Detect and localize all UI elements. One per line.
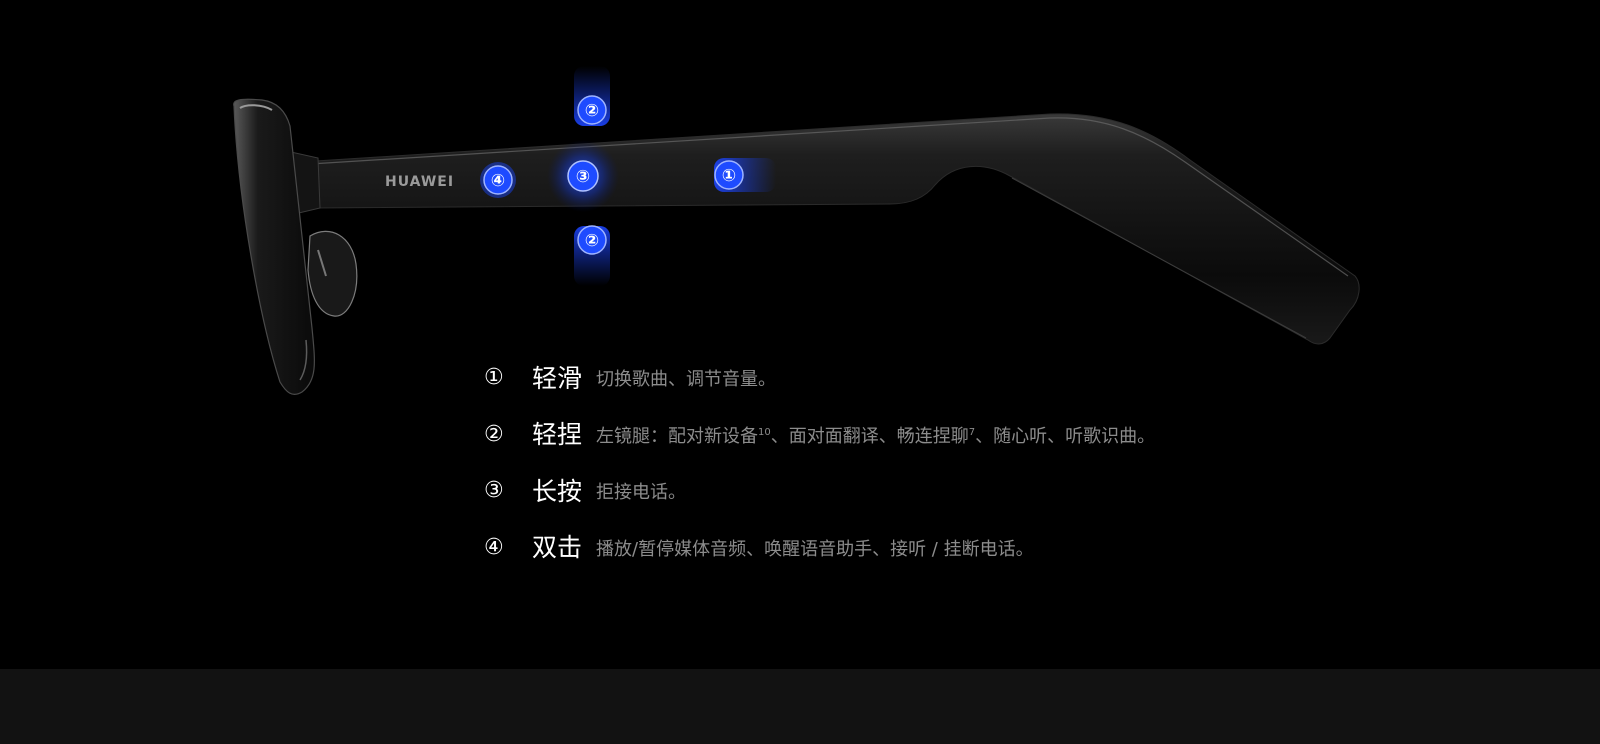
touch-marker-right-number: ①: [722, 166, 736, 186]
gesture-description-text: 、随心听、听歌识曲。: [975, 425, 1156, 447]
glasses-illustration: HUAWEI ② ③ ④ ① ②: [233, 66, 1360, 395]
gesture-description: 切换歌曲、调节音量。: [596, 371, 776, 389]
touch-marker-left-number: ④: [491, 171, 505, 191]
footnote-marker: 7: [968, 426, 976, 438]
touch-marker-top-number: ②: [585, 101, 599, 121]
gesture-description-text: 切换歌曲、调节音量。: [596, 369, 777, 391]
gesture-title: 长按: [532, 476, 583, 506]
gesture-description-text: 播放/暂停媒体音频、唤醒语音助手、接听 / 挂断电话。: [596, 538, 1034, 560]
gesture-description-text: 拒接电话。: [596, 482, 687, 504]
gesture-description-text: 、面对面翻译、畅连捏聊: [770, 425, 969, 447]
gesture-title: 双击: [532, 533, 583, 563]
gesture-description-text: 左镜腿：配对新设备: [596, 425, 759, 447]
touch-marker-bottom-number: ②: [585, 231, 599, 251]
footnote-marker: 10: [758, 426, 771, 438]
gesture-description: 拒接电话。: [596, 484, 686, 502]
brand-logo-text: HUAWEI: [385, 174, 454, 190]
gesture-list: ① 轻滑 切换歌曲、调节音量。 ② 轻捏 左镜腿：配对新设备10、面对面翻译、畅…: [484, 350, 1155, 576]
gesture-item-pinch: ② 轻捏 左镜腿：配对新设备10、面对面翻译、畅连捏聊7、随心听、听歌识曲。: [484, 407, 1155, 464]
gesture-description: 左镜腿：配对新设备10、面对面翻译、畅连捏聊7、随心听、听歌识曲。: [596, 425, 1156, 447]
gesture-item-slide: ① 轻滑 切换歌曲、调节音量。: [484, 350, 1155, 407]
gesture-title: 轻滑: [532, 363, 583, 393]
gesture-title: 轻捏: [532, 420, 583, 450]
gesture-item-long-press: ③ 长按 拒接电话。: [484, 463, 1155, 520]
gesture-description: 播放/暂停媒体音频、唤醒语音助手、接听 / 挂断电话。: [596, 538, 1034, 560]
footer-band: [0, 669, 1600, 744]
touch-marker-bottom: [577, 225, 607, 255]
touch-marker-center: [567, 160, 599, 192]
touch-marker-top: [577, 95, 607, 125]
touch-marker-right: [714, 160, 744, 190]
gesture-item-double-tap: ④ 双击 播放/暂停媒体音频、唤醒语音助手、接听 / 挂断电话。: [484, 520, 1155, 577]
touch-marker-center-number: ③: [576, 167, 590, 187]
product-hero: HUAWEI ② ③ ④ ① ② ① 轻滑 切换歌曲、调节音量。: [233, 66, 1360, 576]
gesture-number: ③: [484, 478, 504, 504]
gesture-number: ②: [484, 421, 504, 447]
touch-marker-left: [483, 165, 513, 195]
gesture-number: ①: [484, 365, 504, 391]
gesture-number: ④: [484, 534, 504, 560]
